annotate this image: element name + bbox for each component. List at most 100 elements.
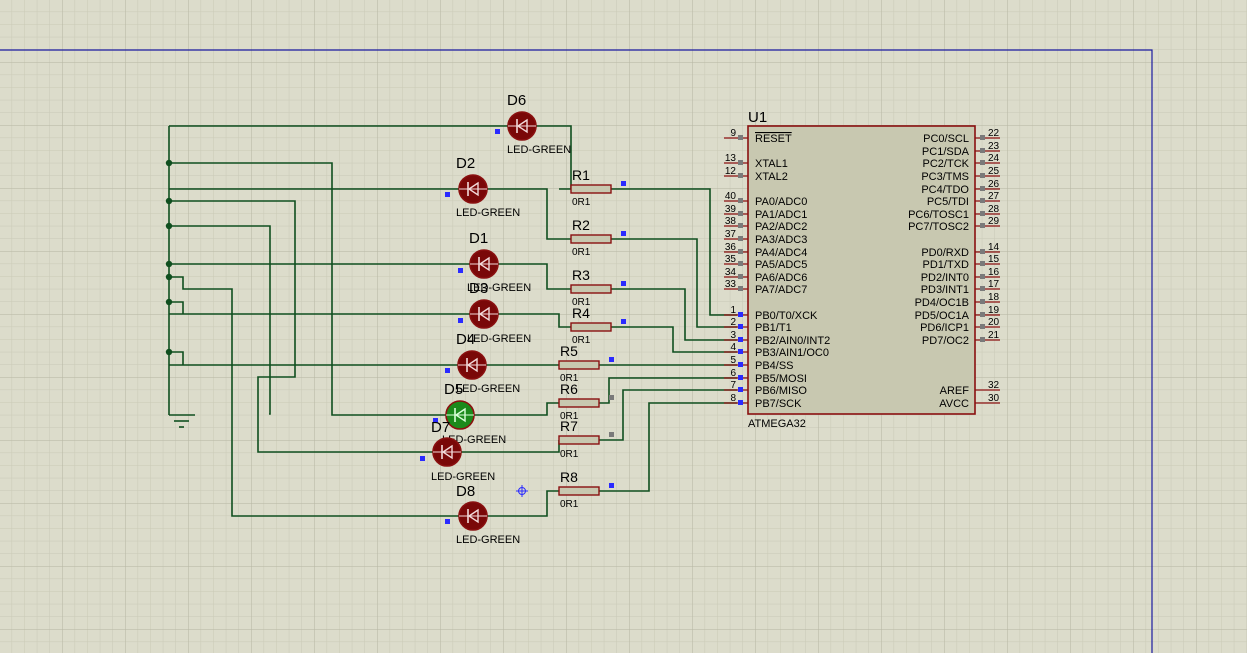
wire[interactable] [611,326,737,353]
led-ref: D5 [444,381,463,398]
led-ref: D8 [456,483,475,500]
wire[interactable] [486,490,559,517]
pin-name: PD1/TXD [923,259,970,271]
wire[interactable] [169,351,184,365]
wire[interactable] [498,263,571,290]
pin-name: PD3/INT1 [921,284,969,296]
pin-number: 23 [988,141,1000,152]
wire[interactable] [473,402,559,416]
pin-marker [621,231,626,236]
pin-number: 40 [725,191,737,202]
ground-symbol[interactable] [169,414,195,428]
wire[interactable] [611,238,737,328]
wire[interactable] [169,276,459,517]
pin-number: 16 [988,267,1000,278]
wire[interactable] [169,225,271,415]
pin-marker [738,135,743,140]
pin-marker [738,223,743,228]
wire[interactable] [599,402,737,492]
wire[interactable] [498,313,571,328]
mcu-ref: U1 [748,109,767,126]
pin-marker [980,337,985,342]
wire[interactable] [169,301,184,314]
pin-name: RESET [755,133,792,145]
wire[interactable] [535,125,572,190]
pin-number: 6 [730,368,736,379]
led-ref: D1 [469,230,488,247]
pin-name: PB4/SS [755,360,794,372]
pin-marker [980,324,985,329]
wire[interactable] [599,389,737,441]
wire[interactable] [611,188,737,316]
pin-marker [738,375,743,380]
pin-marker [980,299,985,304]
wire[interactable] [599,377,737,404]
pin-name: PA5/ADC5 [755,259,807,271]
pin-marker [980,160,985,165]
wire[interactable] [487,188,571,240]
pin-name: PC2/TCK [923,158,970,170]
pin-marker [495,129,500,134]
wire[interactable] [169,200,433,453]
pin-name: PA2/ADC2 [755,221,807,233]
wire[interactable] [169,162,446,416]
wire[interactable] [611,288,737,341]
pin-name: PD7/OC2 [922,335,969,347]
